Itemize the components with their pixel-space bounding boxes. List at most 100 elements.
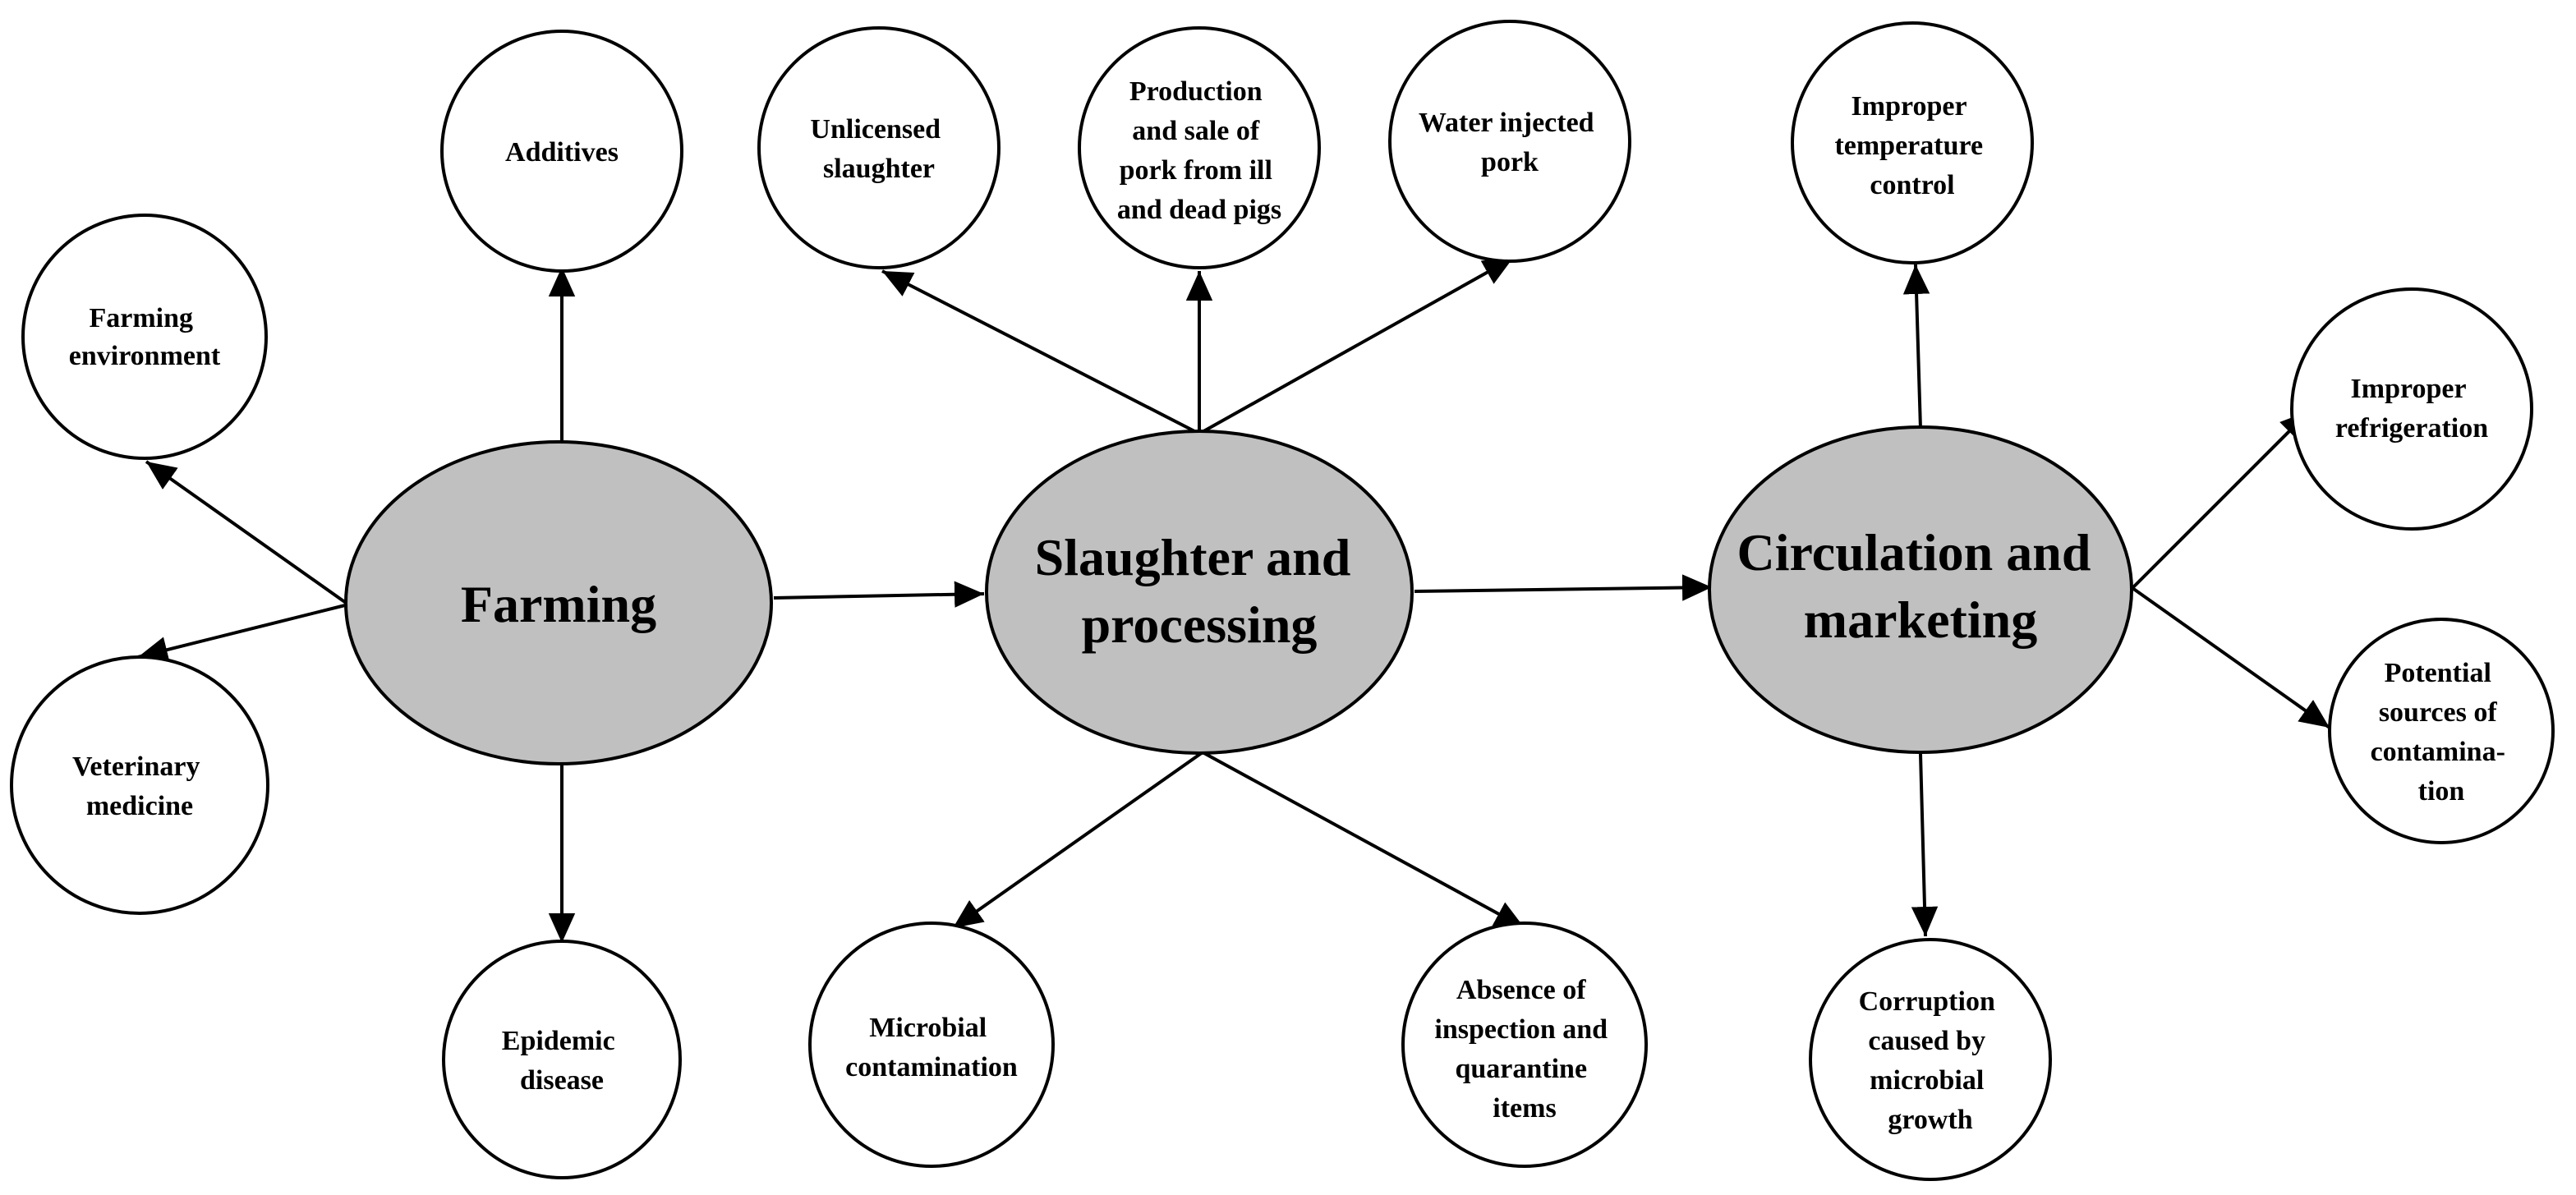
- node-unlicensed-slaughter-label: Unlicensed slaughter: [810, 114, 947, 184]
- node-microbial-contamination-circle: [808, 922, 1055, 1168]
- edge-slaughter-to-water-injected-pork: [1198, 256, 1514, 435]
- stage-farming: Farming: [344, 440, 773, 765]
- node-water-injected-pork-line-2: pork: [1481, 147, 1539, 177]
- node-potential-sources-line-3: contamina-: [2371, 737, 2505, 767]
- node-epidemic-disease-line-1: Epidemic: [502, 1026, 615, 1056]
- node-unlicensed-slaughter: Unlicensed slaughter: [757, 26, 1000, 269]
- node-farming-environment: Farming environment: [21, 214, 268, 460]
- node-epidemic-disease-label: Epidemic disease: [502, 1026, 622, 1096]
- node-absence-inspection-line-4: items: [1493, 1093, 1556, 1124]
- node-absence-inspection-line-1: Absence of: [1456, 975, 1586, 1005]
- edge-slaughter-to-absence-inspection: [1202, 751, 1525, 930]
- stage-slaughter-label-line-1: Slaughter and: [1035, 528, 1351, 586]
- node-epidemic-disease-circle: [442, 940, 682, 1179]
- stage-slaughter-label: Slaughter and processing: [1035, 528, 1364, 654]
- node-absence-inspection: Absence of inspection and quarantine ite…: [1401, 922, 1648, 1168]
- edge-slaughter-to-circulation: [1414, 574, 1713, 601]
- node-epidemic-disease-line-2: disease: [520, 1065, 604, 1096]
- node-water-injected-pork: Water injected pork: [1388, 20, 1631, 263]
- node-absence-inspection-line-3: quarantine: [1455, 1054, 1587, 1084]
- node-improper-temperature-circle: [1791, 21, 2034, 264]
- node-potential-sources-line-4: tion: [2418, 776, 2465, 807]
- edges: [137, 256, 2331, 943]
- node-veterinary-medicine-line-1: Veterinary: [72, 751, 200, 782]
- node-unlicensed-slaughter-line-2: slaughter: [823, 154, 935, 184]
- node-water-injected-pork-circle: [1388, 20, 1631, 263]
- node-unlicensed-slaughter-line-1: Unlicensed: [810, 114, 941, 145]
- node-absence-inspection-label: Absence of inspection and quarantine ite…: [1434, 975, 1614, 1124]
- node-corruption-microbial-label: Corruption caused by microbial growth: [1859, 986, 2003, 1135]
- node-veterinary-medicine-label: Veterinary medicine: [72, 751, 207, 821]
- node-improper-temperature-label: Improper temperature control: [1834, 91, 1990, 200]
- stage-circulation-ellipse: [1708, 425, 2133, 754]
- edge-circulation-to-improper-temperature: [1902, 264, 1930, 430]
- stage-slaughter: Slaughter and processing: [985, 430, 1414, 755]
- node-absence-inspection-circle: [1401, 922, 1648, 1168]
- stage-farming-label-line-1: Farming: [461, 575, 656, 633]
- node-corruption-microbial-line-3: microbial: [1870, 1065, 1984, 1096]
- node-corruption-microbial-line-4: growth: [1888, 1105, 1972, 1135]
- stage-circulation-label-line-1: Circulation and: [1737, 523, 2091, 581]
- node-improper-refrigeration-circle: [2290, 287, 2533, 531]
- node-potential-sources-line-1: Potential: [2385, 658, 2491, 688]
- node-improper-refrigeration-line-1: Improper: [2351, 374, 2467, 404]
- node-corruption-microbial: Corruption caused by microbial growth: [1809, 938, 2052, 1181]
- node-additives-label: Additives: [505, 137, 619, 168]
- node-potential-sources-line-2: sources of: [2379, 697, 2498, 728]
- node-microbial-contamination-label: Microbial contamination: [845, 1013, 1018, 1082]
- node-veterinary-medicine-line-2: medicine: [86, 791, 193, 821]
- stage-slaughter-label-line-2: processing: [1082, 595, 1318, 654]
- edge-farming-to-farming-environment: [145, 460, 350, 606]
- node-microbial-contamination-line-1: Microbial: [869, 1013, 987, 1043]
- node-potential-sources: Potential sources of contamina- tion: [2328, 618, 2555, 844]
- node-farming-environment-circle: [21, 214, 268, 460]
- edge-farming-to-slaughter: [773, 581, 985, 608]
- node-ill-dead-pigs: Production and sale of pork from ill and…: [1078, 26, 1321, 269]
- node-corruption-microbial-circle: [1809, 938, 2052, 1181]
- node-absence-inspection-line-2: inspection and: [1434, 1014, 1608, 1045]
- node-additives-line-1: Additives: [505, 137, 619, 168]
- node-potential-sources-label: Potential sources of contamina- tion: [2371, 658, 2513, 807]
- edge-circulation-to-corruption-microbial: [1911, 753, 1939, 937]
- edge-slaughter-to-unlicensed-slaughter: [881, 269, 1200, 435]
- node-potential-sources-circle: [2328, 618, 2555, 844]
- node-microbial-contamination: Microbial contamination: [808, 922, 1055, 1168]
- node-additives: Additives: [440, 30, 683, 273]
- node-ill-dead-pigs-line-1: Production: [1129, 76, 1263, 107]
- node-ill-dead-pigs-label: Production and sale of pork from ill and…: [1117, 76, 1281, 225]
- node-ill-dead-pigs-line-4: and dead pigs: [1117, 195, 1281, 225]
- node-ill-dead-pigs-line-3: pork from ill: [1120, 155, 1272, 186]
- node-microbial-contamination-line-2: contamination: [845, 1052, 1018, 1082]
- node-ill-dead-pigs-circle: [1078, 26, 1321, 269]
- node-additives-circle: [440, 30, 683, 273]
- edge-circulation-to-potential-sources: [2131, 586, 2331, 729]
- node-improper-temperature-line-2: temperature: [1834, 131, 1983, 161]
- stage-circulation-label: Circulation and marketing: [1737, 523, 2104, 649]
- node-improper-temperature-line-3: control: [1870, 170, 1954, 200]
- node-water-injected-pork-line-1: Water injected: [1419, 108, 1594, 138]
- node-water-injected-pork-label: Water injected pork: [1419, 108, 1601, 177]
- node-improper-refrigeration-label: Improper refrigeration: [2335, 374, 2488, 444]
- stage-farming-label: Farming: [461, 575, 656, 633]
- node-ill-dead-pigs-line-2: and sale of: [1132, 116, 1260, 146]
- node-improper-temperature: Improper temperature control: [1791, 21, 2034, 264]
- node-veterinary-medicine-circle: [10, 655, 269, 915]
- stage-circulation: Circulation and marketing: [1708, 425, 2133, 754]
- stage-farming-ellipse: [344, 440, 773, 765]
- node-corruption-microbial-line-1: Corruption: [1859, 986, 1995, 1017]
- edge-farming-to-veterinary-medicine: [137, 603, 349, 663]
- node-farming-environment-label: Farming environment: [69, 303, 221, 371]
- node-improper-temperature-line-1: Improper: [1852, 91, 1967, 122]
- node-farming-environment-line-1: Farming: [89, 303, 193, 333]
- node-improper-refrigeration-line-2: refrigeration: [2335, 413, 2488, 444]
- node-veterinary-medicine: Veterinary medicine: [10, 655, 269, 915]
- node-improper-refrigeration: Improper refrigeration: [2290, 287, 2533, 531]
- edge-circulation-to-improper-refrigeration: [2131, 409, 2312, 590]
- node-unlicensed-slaughter-circle: [757, 26, 1000, 269]
- edge-slaughter-to-microbial-contamination: [951, 751, 1204, 930]
- node-epidemic-disease: Epidemic disease: [442, 940, 682, 1179]
- stage-circulation-label-line-2: marketing: [1804, 591, 2037, 649]
- node-corruption-microbial-line-2: caused by: [1868, 1026, 1985, 1056]
- stage-slaughter-ellipse: [985, 430, 1414, 755]
